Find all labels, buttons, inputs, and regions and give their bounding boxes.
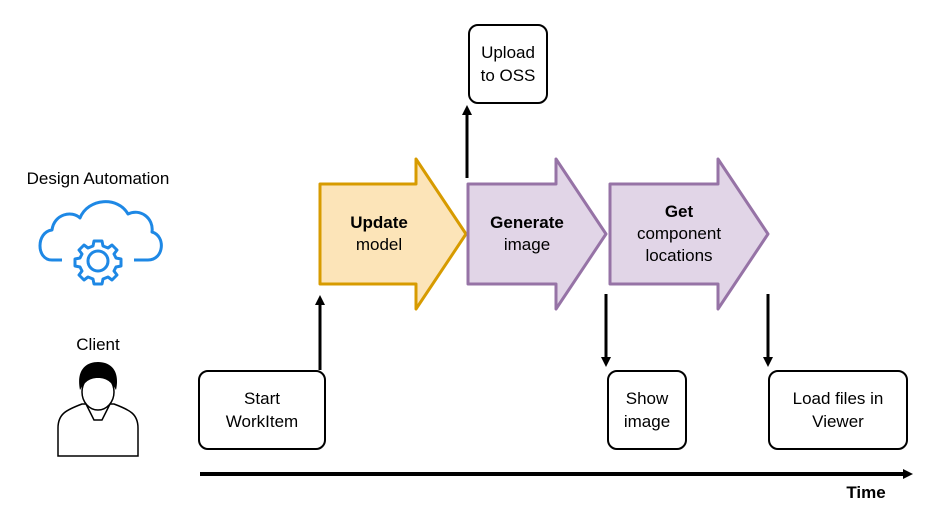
upload-oss-line-1: Upload (481, 43, 535, 62)
update-model-title: Update (350, 213, 408, 232)
show-image-box: Show image (607, 370, 687, 450)
design-automation-label: Design Automation (26, 169, 170, 188)
update-model-step: Update model (320, 184, 438, 284)
start-workitem-box: Start WorkItem (198, 370, 326, 450)
load-viewer-box: Load files in Viewer (768, 370, 908, 450)
start-workitem-line-2: WorkItem (225, 412, 299, 431)
show-image-line-2: image (623, 412, 671, 431)
show-image-line-1: Show (625, 389, 669, 408)
get-locations-arrow (608, 157, 770, 311)
client-label: Client (76, 335, 120, 354)
get-locations-title: Get (664, 202, 694, 221)
generate-image-arrow (466, 157, 608, 311)
upload-oss-line-2: to OSS (480, 66, 536, 85)
generate-image-text: image (503, 235, 551, 254)
get-locations-text-2: locations (645, 246, 713, 265)
get-locations-step: Get component locations (610, 184, 748, 284)
time-label: Time (846, 483, 886, 502)
load-viewer-line-2: Viewer (812, 412, 864, 431)
generate-image-step: Generate image (468, 184, 586, 284)
update-model-arrow (318, 157, 468, 311)
user-icon (57, 362, 139, 457)
start-workitem-line-1: Start (244, 389, 280, 408)
upload-oss-box: Upload to OSS (468, 24, 548, 104)
load-viewer-line-1: Load files in (792, 389, 884, 408)
update-model-text: model (355, 235, 403, 254)
cloud-gear-icon (38, 200, 163, 286)
get-locations-text-1: component (636, 224, 722, 243)
generate-image-title: Generate (490, 213, 564, 232)
